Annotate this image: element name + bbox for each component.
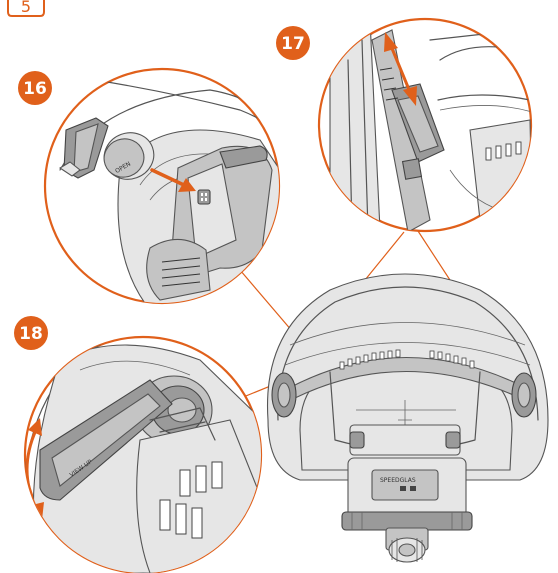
- step-number-17: 17: [281, 34, 305, 54]
- step-number-18: 18: [19, 324, 43, 344]
- slide-double-arrow: [384, 32, 417, 106]
- step-badge-17: 17: [276, 26, 310, 60]
- step-badge-16: 16: [18, 71, 52, 105]
- callout-17-detail: 17: [276, 17, 533, 233]
- helmet-main-view: SPEEDGLAS: [266, 273, 549, 563]
- page-number-box: 5: [7, 0, 45, 17]
- callout-18-detail: VIEW UP 18: [14, 316, 263, 573]
- insert-arrow: [150, 168, 196, 192]
- svg-text:SPEEDGLAS: SPEEDGLAS: [380, 477, 416, 484]
- callout-16-detail: OPEN 16: [18, 67, 281, 305]
- page-number: 5: [21, 0, 31, 16]
- step-number-16: 16: [23, 79, 47, 99]
- step-badge-18: 18: [14, 316, 48, 350]
